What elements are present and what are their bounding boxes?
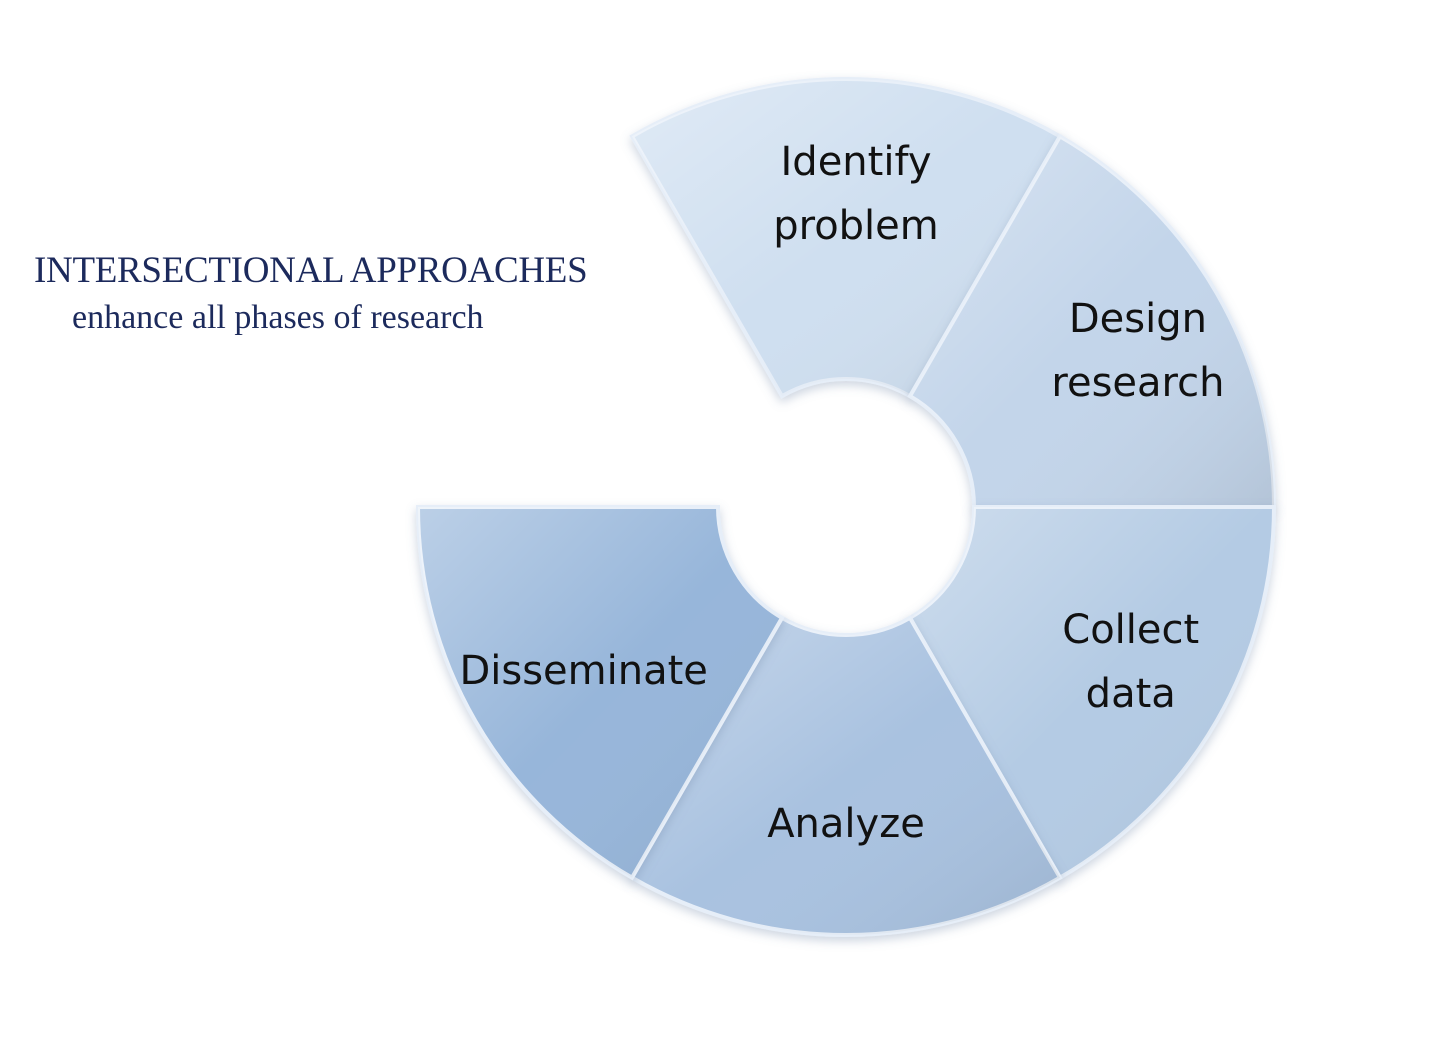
diagram-subtitle: enhance all phases of research <box>72 299 484 336</box>
wheel-segment-gloss <box>418 507 782 878</box>
wheel-segment-4: Analyze <box>629 615 1063 937</box>
segment-label-line: Analyze <box>767 801 925 847</box>
wheel-segment-gloss <box>910 507 1274 878</box>
segment-label: Collect data <box>1062 607 1199 717</box>
segment-label-line: Identify <box>781 139 932 185</box>
wheel-segment-gloss <box>910 136 1274 507</box>
segment-label: Analyze <box>767 801 925 847</box>
wheel-segment-2: Design research <box>907 133 1277 509</box>
segment-label-line: Collect <box>1062 607 1199 653</box>
segment-label-line: Disseminate <box>459 648 707 694</box>
wheel-segment-1: Identify problem <box>629 77 1063 399</box>
wheel-segment-5: Disseminate <box>415 505 785 881</box>
segment-label-line: problem <box>773 203 939 249</box>
wheel-segment-gloss <box>632 617 1060 936</box>
diagram-title: INTERSECTIONAL APPROACHES <box>34 250 588 291</box>
segment-label-line: Design <box>1069 296 1207 342</box>
segment-label: Identify problem <box>773 139 939 249</box>
segment-label-line: research <box>1051 360 1224 406</box>
segment-label-line: data <box>1086 671 1176 717</box>
wheel-segment-3: Collect data <box>907 505 1277 881</box>
segment-label: Design research <box>1051 296 1224 406</box>
segment-label: Disseminate <box>459 648 707 694</box>
wheel-segment-gloss <box>632 78 1060 397</box>
